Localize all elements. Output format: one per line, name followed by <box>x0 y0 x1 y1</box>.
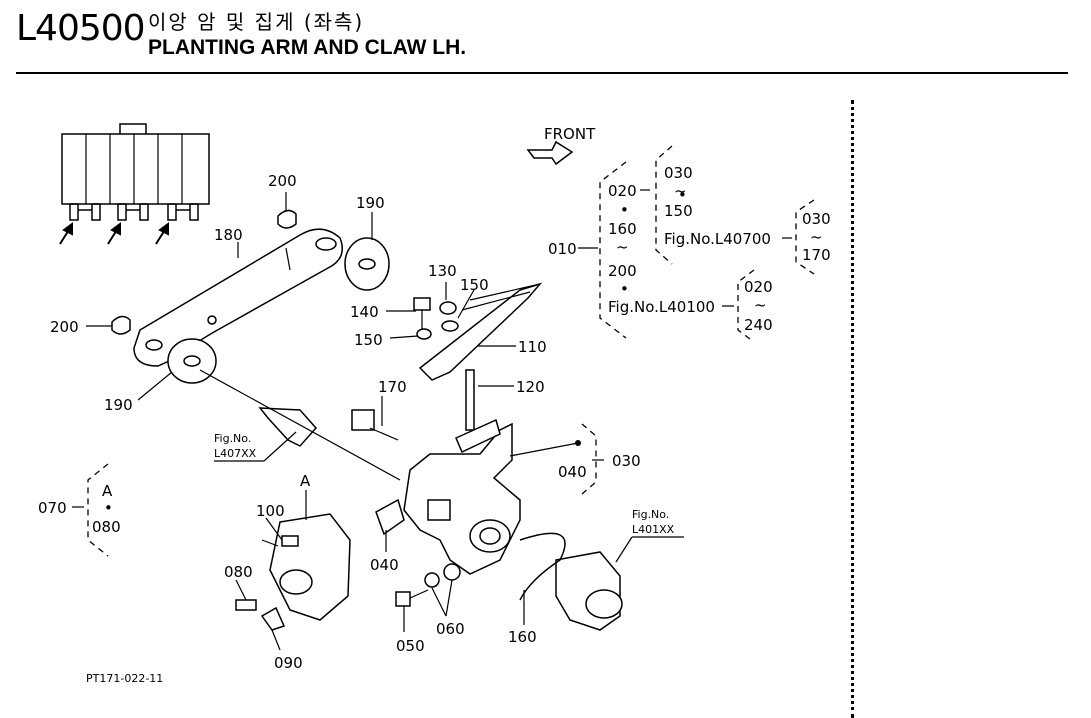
arm-case-illustration <box>199 369 623 631</box>
range-030-150-start: 030 <box>664 164 693 182</box>
group-070-id: 070 <box>38 499 67 517</box>
callout-180: 180 <box>214 226 243 244</box>
group-brackets <box>87 145 815 557</box>
range-030-150-end: 150 <box>664 202 693 220</box>
group-010-item-5: • <box>620 280 629 298</box>
callout-160: 160 <box>508 628 537 646</box>
fig-ref-l401-line2: L401XX <box>632 523 675 536</box>
arm-link-illustration <box>111 209 390 384</box>
range-030-170-tilde: ~ <box>810 228 823 246</box>
callout-200-left: 200 <box>50 318 79 336</box>
group-070-top: A <box>102 482 113 500</box>
range-030-170-end: 170 <box>802 246 831 264</box>
callout-leaders <box>72 189 792 651</box>
group-010-item-0: 020 <box>608 182 637 200</box>
callout-040: 040 <box>370 556 399 574</box>
callout-150-bottom: 150 <box>354 331 383 349</box>
fig-ref-l40700: Fig.No.L40700 <box>664 230 771 248</box>
callout-170: 170 <box>378 378 407 396</box>
group-070-bottom: 080 <box>92 518 121 536</box>
view-marker-a: A <box>300 472 311 490</box>
callout-050: 050 <box>396 637 425 655</box>
range-030-170-start: 030 <box>802 210 831 228</box>
front-direction-arrow: FRONT <box>526 125 596 166</box>
page-code: L40500 <box>16 8 146 49</box>
group-010-item-3: ~ <box>616 238 629 256</box>
callout-190-top: 190 <box>356 194 385 212</box>
callout-090: 090 <box>274 654 303 672</box>
group-030-id: 030 <box>612 452 641 470</box>
callout-150-top: 150 <box>460 276 489 294</box>
callout-110: 110 <box>518 338 547 356</box>
title-english: PLANTING ARM AND CLAW LH. <box>148 36 467 59</box>
group-010-id: 010 <box>548 240 577 258</box>
fig-ref-l401-line1: Fig.No. <box>632 508 669 521</box>
callout-100: 100 <box>256 502 285 520</box>
range-020-240-start: 020 <box>744 278 773 296</box>
figure-id: PT171-022-11 <box>86 672 163 685</box>
group-010-item-1: • <box>620 201 629 219</box>
machine-overview-illustration <box>59 123 210 245</box>
header-rule <box>16 72 1068 74</box>
callout-120: 120 <box>516 378 545 396</box>
fig-ref-l407-line1: Fig.No. <box>214 432 251 445</box>
range-030-150-tilde: ~ <box>674 182 687 200</box>
callout-080: 080 <box>224 563 253 581</box>
group-070-dot: • <box>104 499 113 517</box>
title-korean: 이앙 암 및 집게 (좌측) <box>148 10 365 34</box>
range-020-240-tilde: ~ <box>754 296 767 314</box>
callout-130: 130 <box>428 262 457 280</box>
callout-200-top: 200 <box>268 172 297 190</box>
page-header: L40500 이앙 암 및 집게 (좌측) PLANTING ARM AND C… <box>0 0 1091 76</box>
fig-ref-l40100: Fig.No.L40100 <box>608 298 715 316</box>
page-divider-dotted <box>851 100 854 718</box>
range-030-150-dot: • <box>678 186 687 204</box>
leader-dot <box>575 440 581 446</box>
group-030-item: 040 <box>558 463 587 481</box>
front-label: FRONT <box>544 125 596 143</box>
callout-140: 140 <box>350 303 379 321</box>
fig-ref-l407-line2: L407XX <box>214 447 257 460</box>
group-010-item-4: 200 <box>608 262 637 280</box>
callout-190-bottom: 190 <box>104 396 133 414</box>
group-010-item-2: 160 <box>608 220 637 238</box>
callout-060: 060 <box>436 620 465 638</box>
range-020-240-end: 240 <box>744 316 773 334</box>
planting-claw-illustration <box>413 282 543 431</box>
